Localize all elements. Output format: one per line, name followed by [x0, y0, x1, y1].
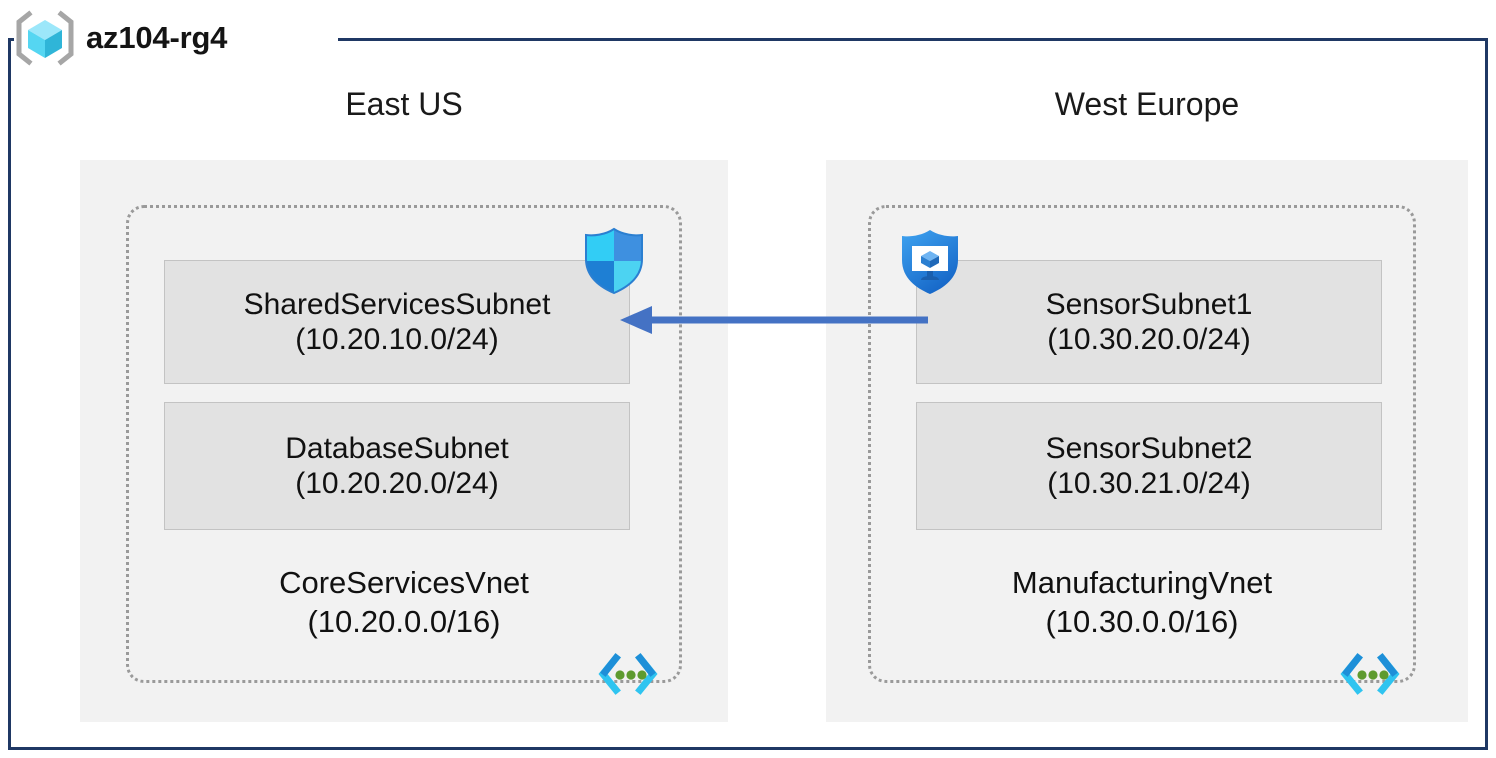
subnet-sensorsubnet2[interactable]: SensorSubnet2 (10.30.21.0/24): [916, 402, 1382, 530]
defender-vm-shield-icon: [899, 228, 961, 296]
resource-group-header: az104-rg4: [14, 6, 227, 70]
vnet-name: CoreServicesVnet: [279, 565, 529, 600]
subnet-cidr: (10.30.20.0/24): [1047, 323, 1251, 356]
vnet-name: ManufacturingVnet: [1011, 565, 1273, 600]
subnet-cidr: (10.30.21.0/24): [1047, 467, 1251, 500]
subnet-sharedservicessubnet[interactable]: SharedServicesSubnet (10.20.10.0/24): [164, 260, 630, 384]
subnet-name: SensorSubnet1: [1045, 287, 1253, 321]
region-label-east-us: East US: [345, 86, 463, 122]
subnet-sensorsubnet1[interactable]: SensorSubnet1 (10.30.20.0/24): [916, 260, 1382, 384]
resource-group-frame-title-gap: [14, 28, 338, 50]
vnet-boundary-manufacturingvnet: [868, 205, 1416, 683]
vnet-label-manufacturingvnet: ManufacturingVnet (10.30.0.0/16): [868, 564, 1416, 642]
vnet-cidr: (10.30.0.0/16): [1045, 603, 1239, 639]
virtual-network-icon: [1338, 652, 1402, 696]
resource-group-name: az104-rg4: [86, 20, 228, 55]
virtual-network-icon: [596, 652, 660, 696]
subnet-cidr: (10.20.20.0/24): [295, 467, 499, 500]
region-label-west-europe: West Europe: [1054, 86, 1240, 122]
subnet-name: SharedServicesSubnet: [243, 287, 551, 321]
vnet-peering-arrow-icon: [616, 300, 928, 340]
vnet-cidr: (10.20.0.0/16): [307, 603, 501, 639]
subnet-name: SensorSubnet2: [1045, 431, 1253, 465]
subnet-name: DatabaseSubnet: [285, 431, 509, 465]
vnet-boundary-coreservicesvnet: [126, 205, 682, 683]
subnet-databasesubnet[interactable]: DatabaseSubnet (10.20.20.0/24): [164, 402, 630, 530]
resource-group-cube-icon: [14, 10, 76, 66]
vnet-label-coreservicesvnet: CoreServicesVnet (10.20.0.0/16): [126, 564, 682, 642]
network-security-group-shield-icon: [583, 227, 645, 295]
subnet-cidr: (10.20.10.0/24): [295, 323, 499, 356]
